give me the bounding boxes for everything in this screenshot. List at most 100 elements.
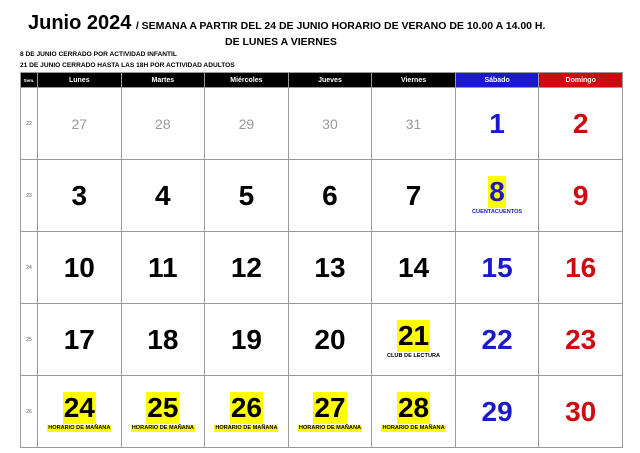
day-number: 21 (396, 319, 431, 352)
weekday-header-saturday: Sábado (454, 72, 540, 88)
page-title: Junio 2024 (28, 12, 132, 34)
calendar-header: Junio 2024 / SEMANA A PARTIR DEL 24 DE J… (28, 12, 628, 48)
day-cell: 11 (120, 231, 206, 304)
day-cell-content: 19 (205, 304, 288, 375)
day-number: 7 (405, 179, 422, 211)
day-number: 19 (230, 323, 262, 355)
day-number: 23 (565, 323, 597, 355)
day-cell-content: 11 (122, 232, 205, 303)
day-cell-content: 28 (122, 88, 205, 159)
day-cell: 28 (120, 87, 206, 160)
day-cell-content: 29 (205, 88, 288, 159)
day-cell-content: 31 (372, 88, 455, 159)
day-cell-content: 22 (456, 304, 539, 375)
day-number: 9 (572, 179, 589, 211)
week-number: 25 (20, 303, 38, 376)
day-cell-content: 10 (38, 232, 121, 303)
weekday-header-tuesday: Martes (120, 72, 206, 88)
day-number-other-month: 27 (71, 115, 88, 132)
day-number: 15 (481, 251, 513, 283)
day-cell-content: 4 (122, 160, 205, 231)
day-cell: 30 (287, 87, 373, 160)
day-event-label: HORARIO DE MAÑANA (130, 424, 195, 432)
day-cell-content: 30 (539, 376, 622, 447)
day-cell: 15 (454, 231, 540, 304)
day-cell: 30 (538, 375, 623, 448)
day-number: 17 (63, 323, 95, 355)
day-cell: 6 (287, 159, 373, 232)
day-event-label: HORARIO DE MAÑANA (214, 424, 279, 432)
day-cell: 2 (538, 87, 623, 160)
day-cell: 12 (204, 231, 289, 304)
weekday-header-sunday: Domingo (538, 72, 623, 88)
day-number: 20 (314, 323, 346, 355)
day-cell-content: 30 (289, 88, 372, 159)
day-number: 6 (322, 179, 338, 211)
weekday-header-row: Sem. Lunes Martes Miércoles Jueves Viern… (20, 72, 623, 88)
day-number-other-month: 28 (155, 115, 171, 132)
day-cell-content: 27 (38, 88, 121, 159)
day-cell-content: 23 (539, 304, 622, 375)
week-column-header: Sem. (20, 72, 38, 88)
day-cell: 5 (204, 159, 289, 232)
day-cell-content: 20 (289, 304, 372, 375)
day-event-label: HORARIO DE MAÑANA (47, 424, 112, 432)
day-cell: 31 (371, 87, 456, 160)
day-event-label: HORARIO DE MAÑANA (381, 424, 446, 432)
day-number: 2 (572, 107, 589, 139)
day-number: 13 (314, 251, 346, 283)
day-cell-content: 1 (456, 88, 539, 159)
day-event-label: HORARIO DE MAÑANA (297, 424, 363, 432)
day-number: 30 (565, 395, 597, 427)
day-number: 24 (62, 391, 96, 424)
week-number: 23 (20, 159, 38, 232)
day-cell-content: 16 (539, 232, 622, 303)
day-number: 4 (155, 179, 171, 211)
day-event-label: CLUB DE LECTURA (386, 352, 441, 359)
week-number: 26 (20, 375, 38, 448)
day-number: 3 (71, 179, 88, 211)
day-cell: 13 (287, 231, 373, 304)
day-number: 22 (481, 323, 513, 355)
day-cell: 22 (454, 303, 540, 376)
day-cell: 1 (454, 87, 540, 160)
day-cell-content: 9 (539, 160, 622, 231)
day-number: 10 (63, 251, 95, 283)
day-cell: 14 (371, 231, 456, 304)
day-cell-content: 17 (38, 304, 121, 375)
day-cell: 10 (37, 231, 122, 304)
weekday-header-wednesday: Miércoles (204, 72, 289, 88)
day-number: 26 (229, 391, 263, 424)
day-cell: 19 (204, 303, 289, 376)
day-cell: 20 (287, 303, 373, 376)
day-cell: 3 (37, 159, 122, 232)
day-cell: 23 (538, 303, 623, 376)
title-line: Junio 2024 / SEMANA A PARTIR DEL 24 DE J… (28, 12, 628, 37)
day-event-label: CUENTACUENTOS (472, 208, 523, 215)
weekday-header-friday: Viernes (371, 72, 456, 88)
day-number: 25 (146, 391, 180, 424)
schedule-subtitle: / SEMANA A PARTIR DEL 24 DE JUNIO HORARI… (135, 20, 546, 32)
day-cell: 9 (538, 159, 623, 232)
day-cell-content: 2 (539, 88, 622, 159)
day-cell: 17 (37, 303, 122, 376)
day-number: 11 (148, 251, 178, 283)
day-number: 8 (488, 175, 506, 208)
day-cell-content: 3 (38, 160, 121, 231)
